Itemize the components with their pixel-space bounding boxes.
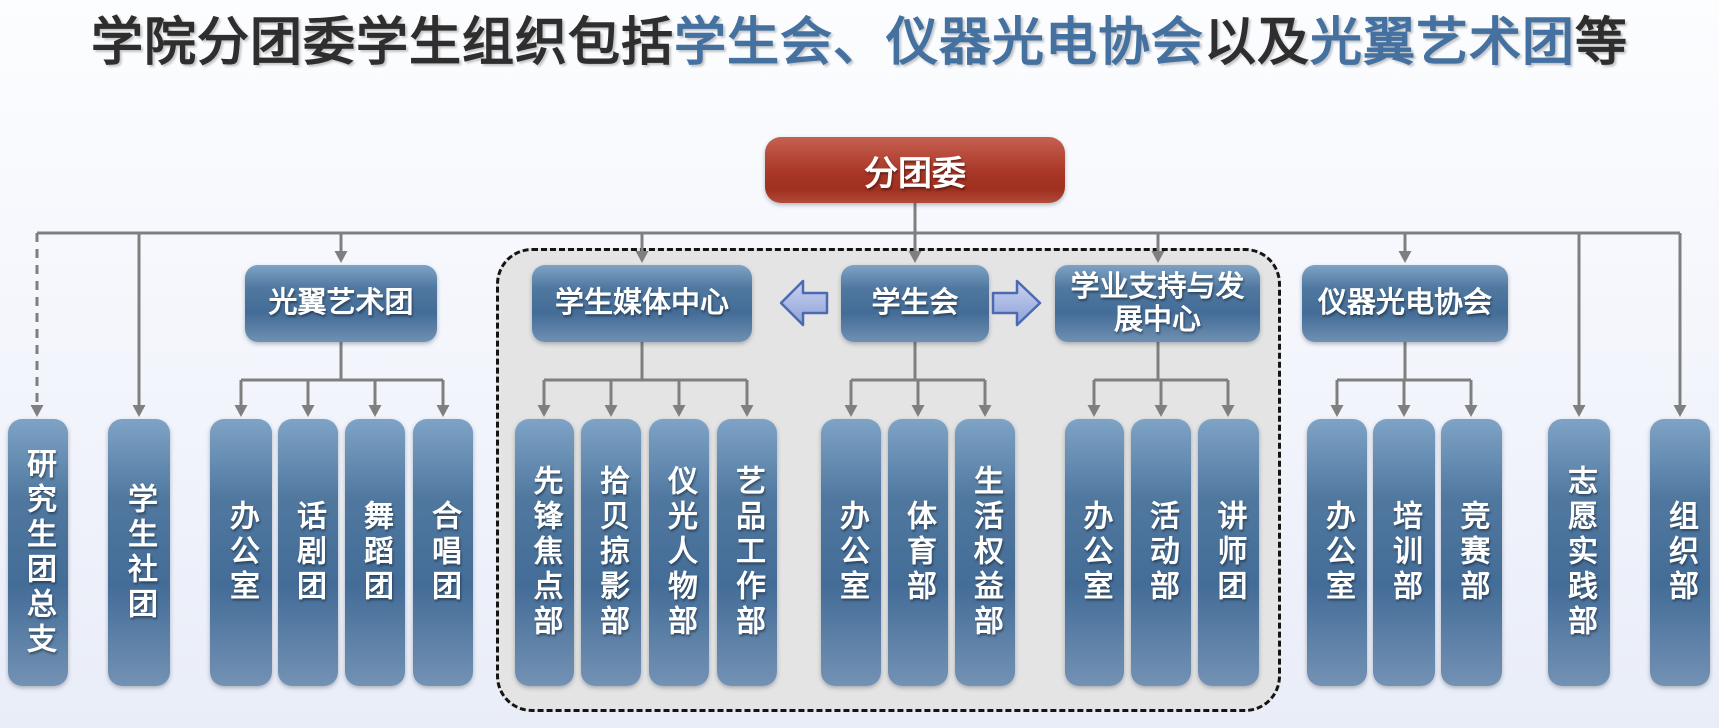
node-label: 学业支持与发展中心 xyxy=(1070,271,1245,336)
node-student-clubs: 学生社团 xyxy=(108,419,170,686)
leaf-node: 竞赛部 xyxy=(1441,419,1502,686)
leaf-node: 体育部 xyxy=(888,419,948,686)
leaf-node: 话剧团 xyxy=(278,419,338,686)
leaf-node: 合唱团 xyxy=(413,419,473,686)
leaf-node: 办公室 xyxy=(821,419,881,686)
leaf-node: 讲师团 xyxy=(1198,419,1259,686)
leaf-node: 培训部 xyxy=(1373,419,1435,686)
node-graduate-league-branch: 研究生团总支 xyxy=(8,419,68,686)
node-organization-dept: 组织部 xyxy=(1650,419,1710,686)
leaf-node: 仪光人物部 xyxy=(649,419,709,686)
leaf-node: 办公室 xyxy=(1065,419,1124,686)
page-title: 学院分团委学生组织包括学生会、仪器光电协会以及光翼艺术团等 xyxy=(0,14,1719,74)
leaf-node: 艺品工作部 xyxy=(717,419,777,686)
leaf-node: 办公室 xyxy=(210,419,272,686)
title-segment-blue: 学生会、仪器光电协会 xyxy=(673,14,1204,72)
node-student-media-center: 学生媒体中心 xyxy=(532,265,752,342)
leaf-node: 生活权益部 xyxy=(955,419,1015,686)
title-segment-dark: 以及 xyxy=(1203,14,1310,72)
node-academic-support-center: 学业支持与发展中心 xyxy=(1055,265,1260,342)
title-segment-dark: 等 xyxy=(1575,14,1629,72)
leaf-node: 活动部 xyxy=(1131,419,1191,686)
node-instrument-photonics-association: 仪器光电协会 xyxy=(1302,265,1508,342)
leaf-node: 舞蹈团 xyxy=(345,419,405,686)
title-segment-dark: 学院分团委学生组织包括 xyxy=(90,14,674,72)
title-segment-blue: 光翼艺术团 xyxy=(1310,14,1576,72)
leaf-node: 办公室 xyxy=(1307,419,1367,686)
node-student-union: 学生会 xyxy=(841,265,989,342)
node-committee: 分团委 xyxy=(765,137,1065,203)
leaf-node: 拾贝掠影部 xyxy=(581,419,641,686)
node-volunteer-practice-dept: 志愿实践部 xyxy=(1548,419,1610,686)
node-light-wing-art-troupe: 光翼艺术团 xyxy=(245,265,437,342)
leaf-node: 先锋焦点部 xyxy=(515,419,574,686)
